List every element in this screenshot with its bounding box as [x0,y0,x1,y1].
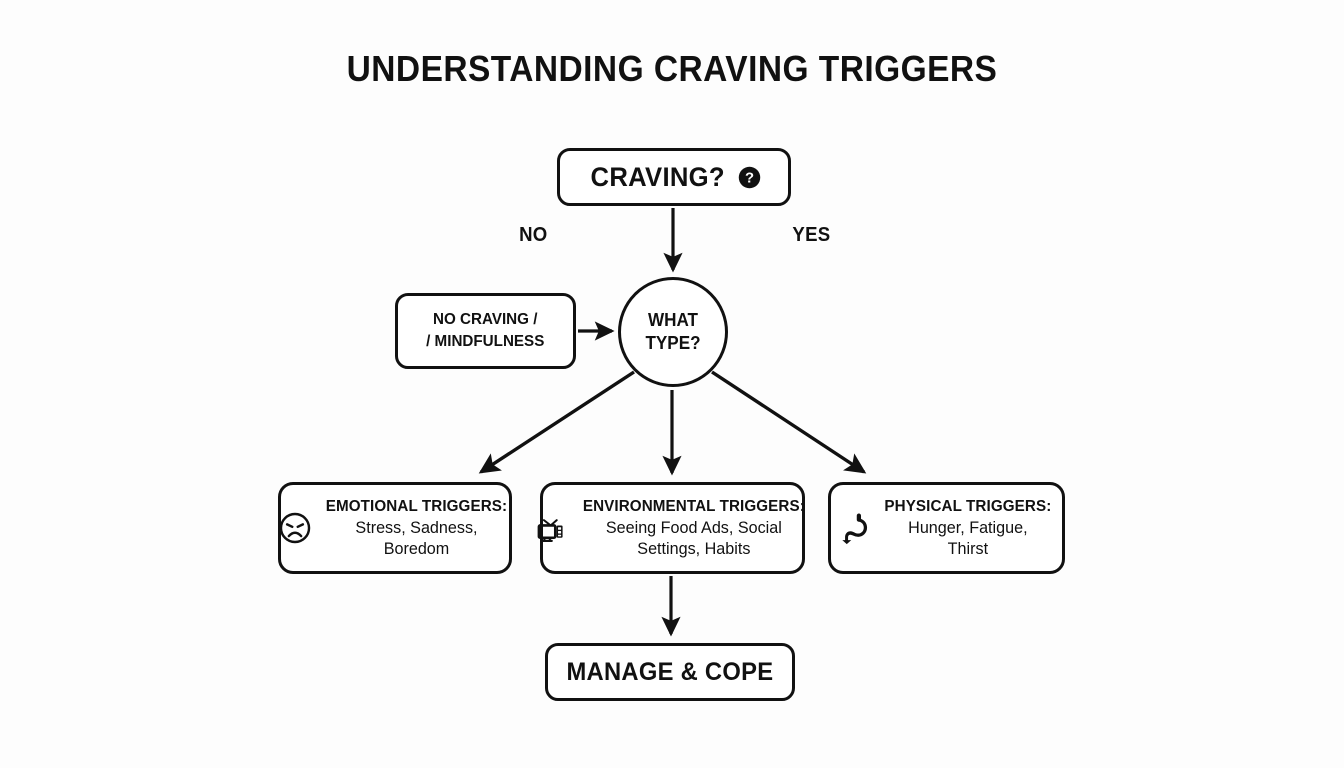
node-no-craving[interactable]: NO CRAVING / / MINDFULNESS [395,293,576,369]
node-environmental-line2: Settings, Habits [637,539,751,559]
node-emotional-line1: Stress, Sadness, [355,517,478,537]
television-icon [537,519,563,543]
question-badge-icon: ? [738,166,760,188]
node-no-craving-line2: / MINDFULNESS [426,333,545,350]
node-emotional-heading: EMOTIONAL TRIGGERS: [325,497,508,515]
node-what-type-line2: TYPE? [645,333,701,353]
edge-whattype-to-emotional [478,370,635,474]
branch-label-yes: YES [792,224,831,246]
node-physical-heading: PHYSICAL TRIGGERS: [884,497,1052,515]
branch-label-no: NO [519,224,548,246]
node-what-type[interactable]: WHAT TYPE? [618,277,728,387]
node-manage-cope[interactable]: MANAGE & COPE [545,643,795,701]
node-physical-line1: Hunger, Fatigue, [908,517,1028,537]
svg-text:?: ? [745,170,754,186]
node-physical-line2: Thirst [947,539,989,559]
node-what-type-line1: WHAT [647,309,698,330]
node-environmental-line1: Seeing Food Ads, Social [606,517,782,537]
node-emotional-line2: Boredom [383,539,450,559]
node-emotional-triggers[interactable]: EMOTIONAL TRIGGERS: Stress, Sadness, Bor… [278,482,512,574]
node-craving-label: CRAVING? [590,161,726,192]
node-physical-triggers[interactable]: PHYSICAL TRIGGERS: Hunger, Fatigue, Thir… [828,482,1065,574]
sad-face-icon [279,512,311,544]
page-title: UNDERSTANDING CRAVING TRIGGERS [346,48,998,89]
node-manage-cope-label: MANAGE & COPE [566,657,774,686]
node-craving[interactable]: CRAVING? ? [557,148,791,206]
node-no-craving-line1: NO CRAVING / [433,311,538,329]
node-environmental-triggers[interactable]: ENVIRONMENTAL TRIGGERS: Seeing Food Ads,… [537,482,806,574]
edge-whattype-to-physical [711,370,867,474]
node-environmental-heading: ENVIRONMENTAL TRIGGERS: [582,497,806,515]
stomach-icon [842,513,868,545]
